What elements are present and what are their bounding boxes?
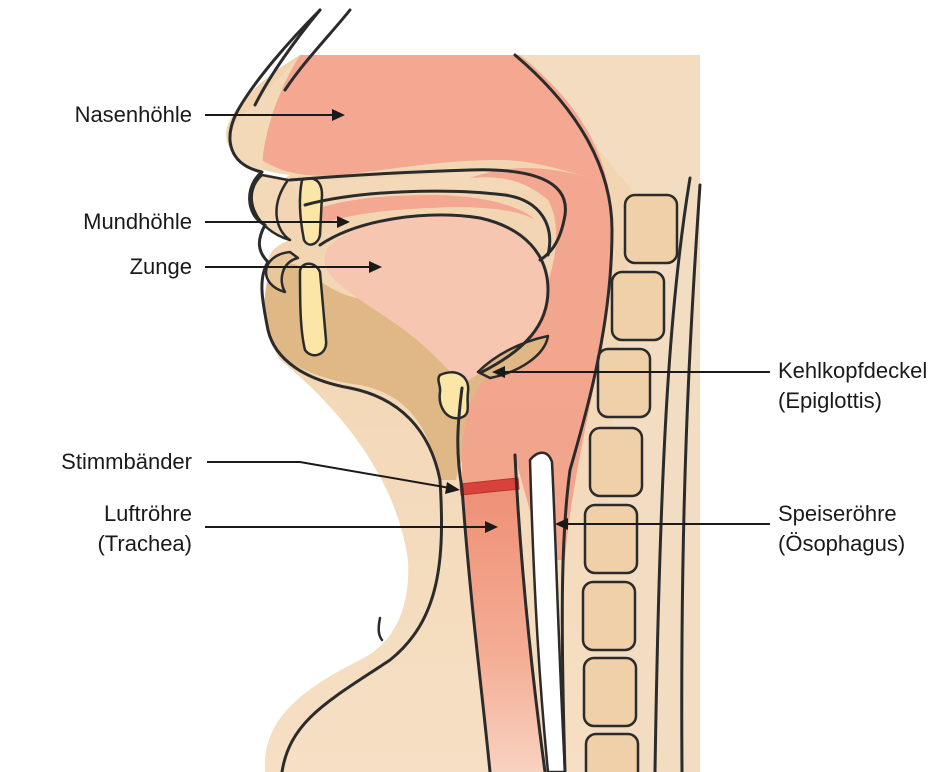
label-trachea: Luftröhre: [104, 501, 192, 526]
vertebra: [612, 272, 664, 340]
label-vocal-cords: Stimmbänder: [61, 449, 192, 474]
label-tongue: Zunge: [130, 254, 192, 279]
label-nasal-cavity: Nasenhöhle: [75, 102, 192, 127]
upper-tooth: [300, 178, 322, 244]
label-trachea-latin: (Trachea): [97, 531, 192, 556]
hyoid-bone: [438, 372, 468, 418]
label-epiglottis-latin: (Epiglottis): [778, 388, 882, 413]
label-esophagus: Speiseröhre: [778, 501, 897, 526]
vertebra: [598, 349, 650, 417]
label-esophagus-latin: (Ösophagus): [778, 531, 905, 556]
label-epiglottis: Kehlkopfdeckel: [778, 358, 927, 383]
vertebra: [625, 195, 677, 263]
label-oral-cavity: Mundhöhle: [83, 209, 192, 234]
vertebra: [590, 428, 642, 496]
vertebra: [584, 658, 636, 726]
vertebra: [586, 734, 638, 772]
neck-mark: [379, 618, 382, 640]
vertebra: [583, 582, 635, 650]
vertebra: [585, 505, 637, 573]
